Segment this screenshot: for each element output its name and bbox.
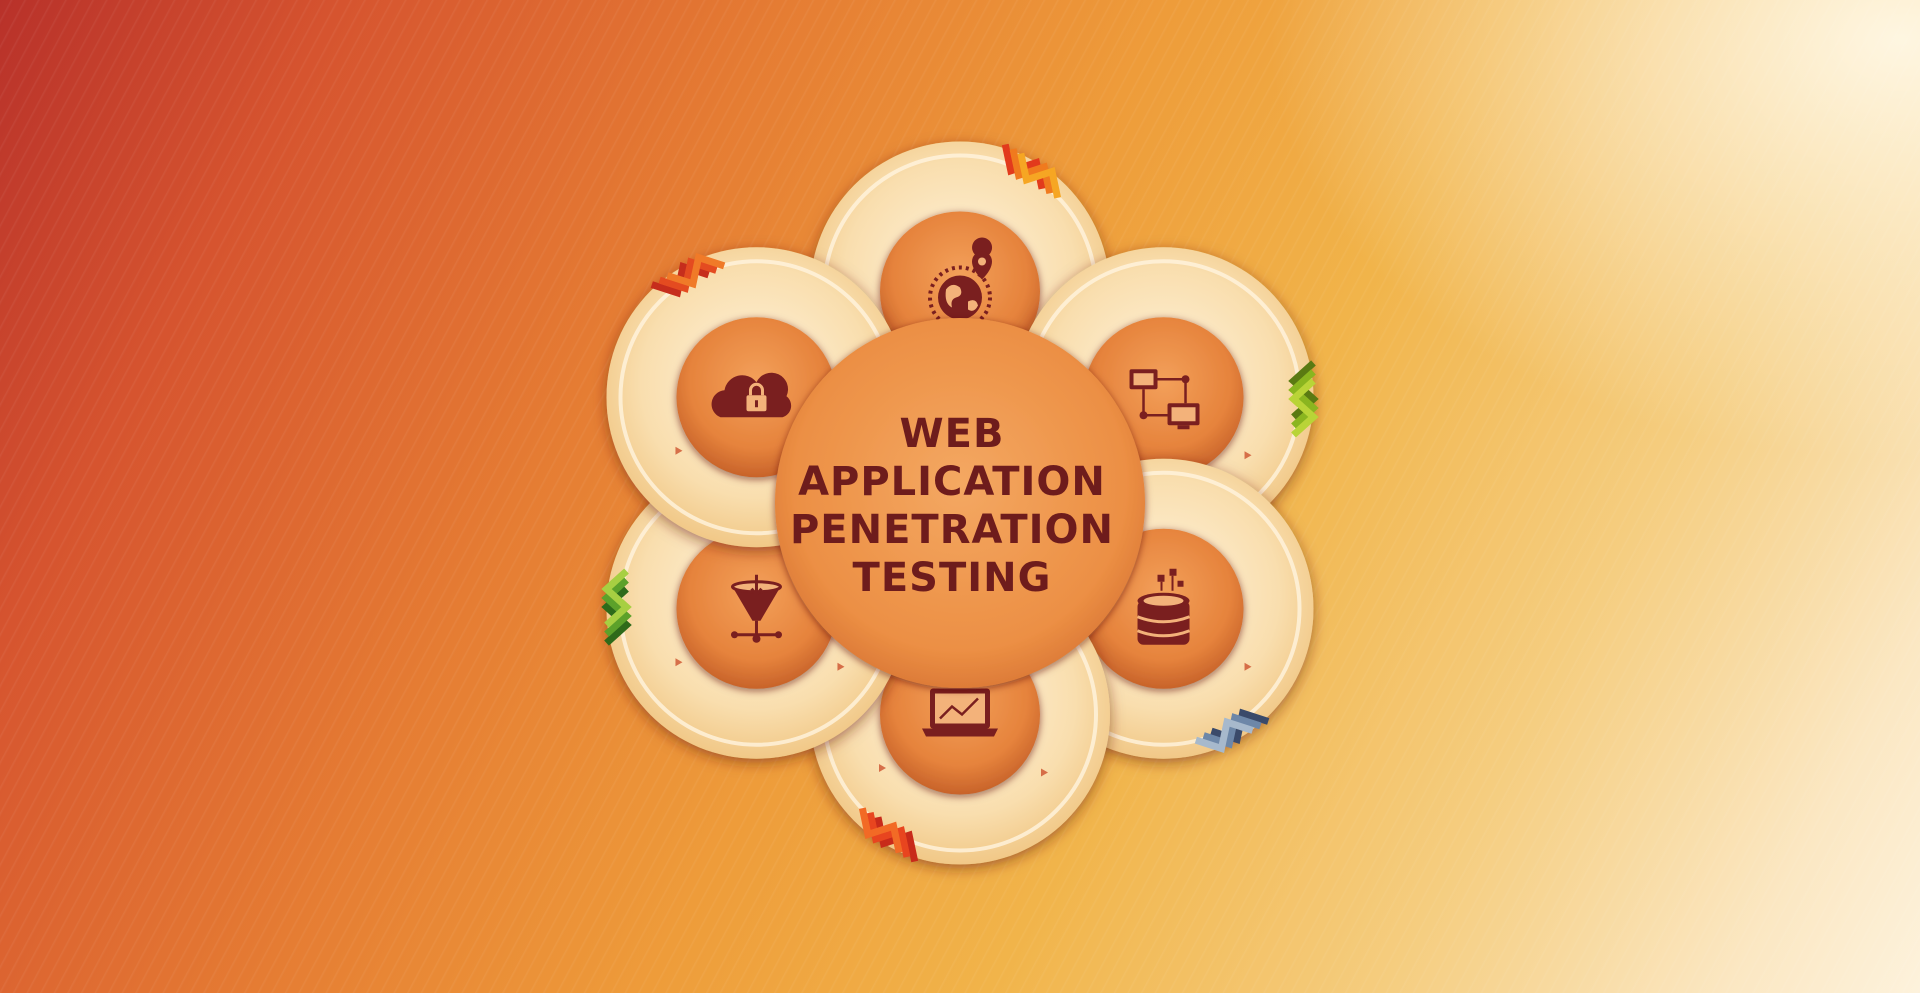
center-hub: WEB APPLICATION PENETRATION TESTING bbox=[775, 318, 1145, 688]
petal-marker bbox=[879, 764, 886, 772]
petal-marker bbox=[675, 658, 683, 667]
globe-location-icon bbox=[928, 237, 993, 330]
petal-arrow bbox=[650, 253, 726, 298]
center-disc bbox=[775, 318, 1145, 688]
laptop-chart-icon bbox=[922, 688, 998, 737]
petal-arrow bbox=[1194, 708, 1270, 753]
title-line-4: TESTING bbox=[853, 555, 1052, 601]
petal-arrow bbox=[858, 807, 919, 863]
petal-marker bbox=[837, 662, 845, 671]
funnel-icon bbox=[730, 574, 782, 643]
title-line-2: APPLICATION bbox=[798, 459, 1106, 505]
title-line-3: PENETRATION bbox=[790, 507, 1114, 553]
petal-marker bbox=[1041, 768, 1048, 777]
database-icon bbox=[1136, 568, 1191, 645]
network-monitors-icon bbox=[1129, 369, 1200, 430]
petal-marker bbox=[1244, 662, 1252, 671]
petal-arrow bbox=[601, 568, 632, 646]
petal-arrow bbox=[1001, 143, 1062, 199]
petal-marker bbox=[1244, 451, 1252, 460]
petal-marker bbox=[675, 446, 683, 455]
petal-arrow bbox=[1288, 360, 1319, 438]
cloud-lock-icon bbox=[711, 372, 792, 418]
title-line-1: WEB bbox=[900, 411, 1005, 457]
